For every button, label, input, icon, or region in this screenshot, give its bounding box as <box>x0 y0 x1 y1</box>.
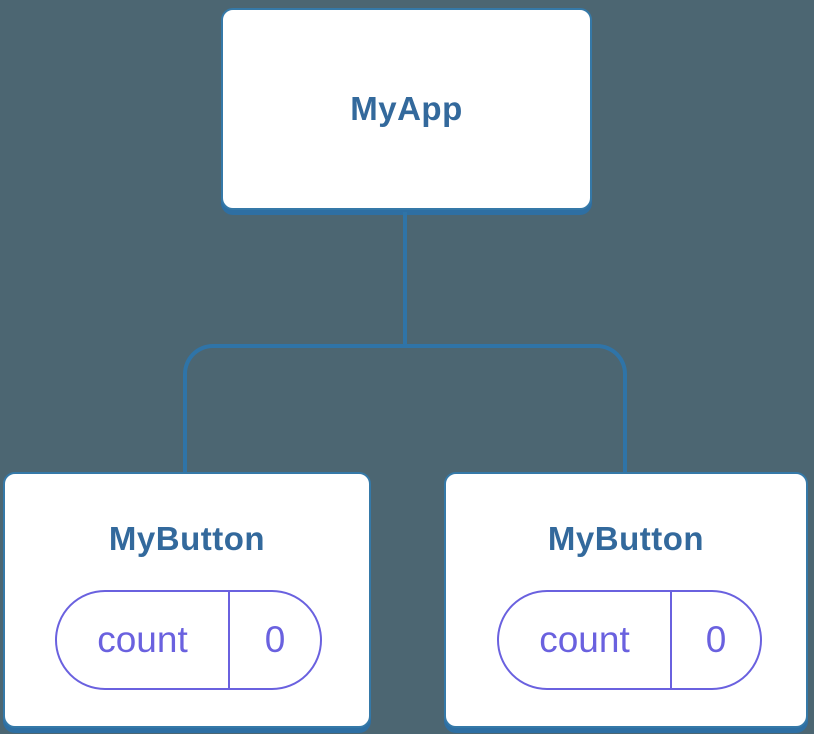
connector-root-stem <box>403 212 407 346</box>
state-pill-right: count 0 <box>497 590 762 690</box>
component-node-root-label: MyApp <box>350 90 463 127</box>
component-node-child-left-label: MyButton <box>108 520 266 557</box>
state-value-left: 0 <box>264 619 286 660</box>
state-pill-left: count 0 <box>55 590 322 690</box>
component-node-root: MyApp <box>221 8 592 210</box>
component-node-child-right: MyButton count 0 <box>444 472 808 728</box>
component-node-child-left: MyButton count 0 <box>3 472 371 728</box>
state-value-right: 0 <box>705 619 727 660</box>
state-key-right: count <box>499 592 672 688</box>
component-node-child-right-label: MyButton <box>547 520 705 557</box>
connector-branch <box>183 344 627 472</box>
state-key-left: count <box>57 592 230 688</box>
